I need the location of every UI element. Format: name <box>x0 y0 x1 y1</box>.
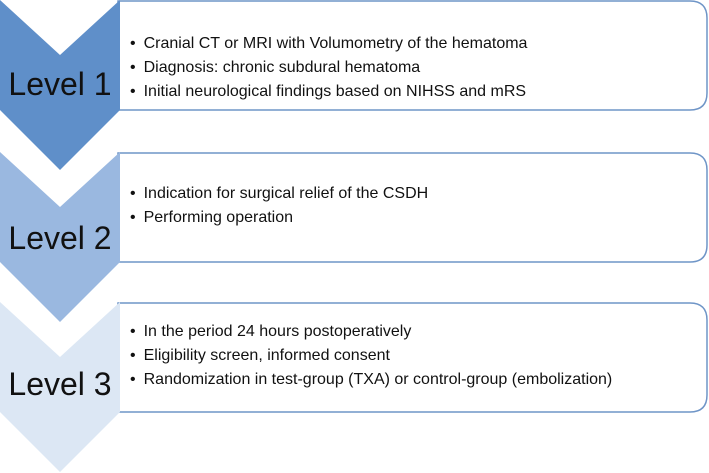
list-item: Initial neurological findings based on N… <box>130 83 527 101</box>
level-3-bullets: In the period 24 hours postoperatively E… <box>130 323 613 395</box>
level-1-chevron <box>0 0 120 170</box>
list-item: In the period 24 hours postoperatively <box>130 323 612 341</box>
list-item: Randomization in test-group (TXA) or con… <box>130 371 613 389</box>
level-1-bullets: Cranial CT or MRI with Volumometry of th… <box>130 35 528 107</box>
list-item: Eligibility screen, informed consent <box>130 347 612 365</box>
level-3-label: Level 3 <box>8 366 112 402</box>
level-2-label: Level 2 <box>8 220 112 256</box>
level-2-chevron <box>0 152 120 322</box>
level-2-text-box <box>117 152 708 263</box>
list-item: Performing operation <box>130 209 428 227</box>
list-item: Cranial CT or MRI with Volumometry of th… <box>130 35 528 53</box>
level-1-label: Level 1 <box>8 66 112 102</box>
level-3-chevron <box>0 302 120 472</box>
list-item: Diagnosis: chronic subdural hematoma <box>130 59 527 77</box>
level-2-bullets: Indication for surgical relief of the CS… <box>130 185 429 233</box>
list-item: Indication for surgical relief of the CS… <box>130 185 429 203</box>
